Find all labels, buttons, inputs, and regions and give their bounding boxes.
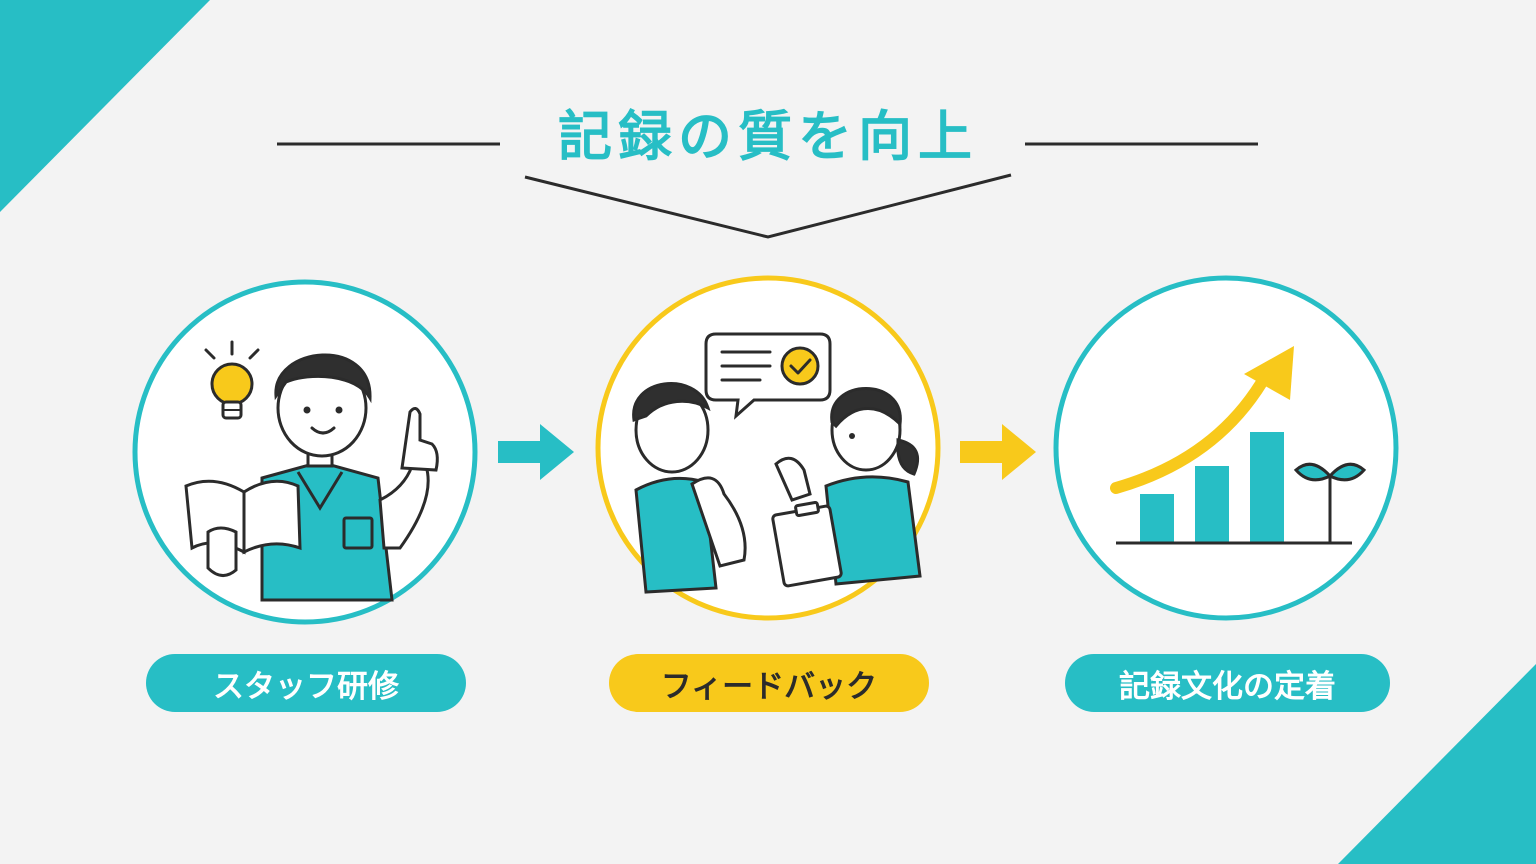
feedback-icon xyxy=(595,275,941,621)
growth-chart-icon xyxy=(1053,275,1399,621)
clipboard-icon xyxy=(771,500,843,588)
corner-triangle-top-left xyxy=(0,0,210,212)
sprout-icon xyxy=(1293,462,1367,542)
lightbulb-icon xyxy=(204,340,260,420)
corner-triangle-bottom-right xyxy=(1338,664,1536,864)
arrow-right-icon xyxy=(960,424,1036,480)
step-label-feedback: フィードバック xyxy=(609,654,929,712)
step-label-record-culture: 記録文化の定着 xyxy=(1065,654,1390,712)
staff-training-icon xyxy=(132,279,478,625)
arrow-right-icon xyxy=(498,424,574,480)
title-chevron xyxy=(524,173,1012,239)
step-label-staff-training: スタッフ研修 xyxy=(146,654,466,712)
page-title: 記録の質を向上 xyxy=(558,105,978,168)
checkmark-icon xyxy=(780,346,820,386)
